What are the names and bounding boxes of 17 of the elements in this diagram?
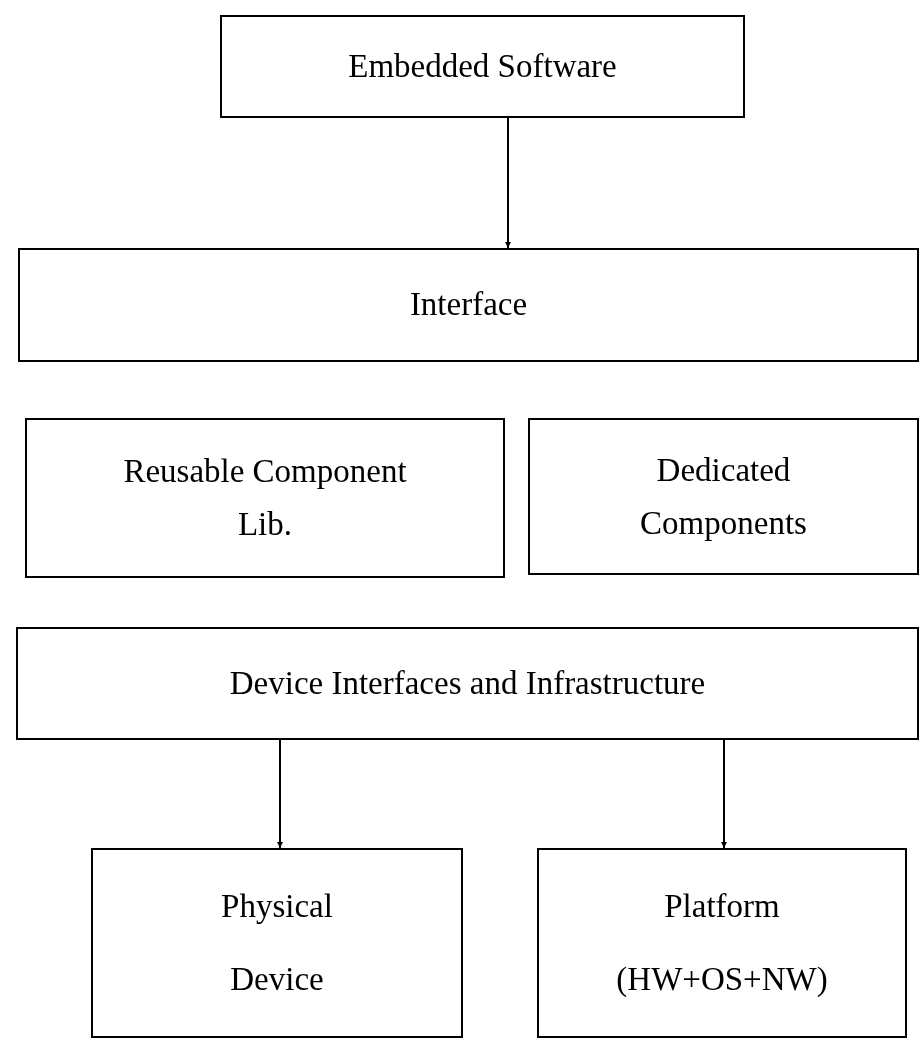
box-label: Physical Device	[220, 887, 334, 999]
process-box	[91, 848, 463, 1038]
process-box	[18, 248, 919, 362]
process-box	[16, 627, 919, 740]
process-box	[537, 848, 907, 1038]
box-label: Platform (HW+OS+NW)	[615, 887, 829, 999]
box-label: Device Interfaces and Infrastructure	[229, 663, 706, 703]
arrow	[721, 739, 727, 849]
box-label: Interface	[409, 285, 528, 325]
process-box	[528, 418, 919, 575]
box-label: Embedded Software	[348, 46, 617, 86]
arrow	[277, 739, 283, 849]
box-label: Reusable Component Lib.	[122, 452, 408, 544]
process-box	[25, 418, 505, 578]
process-box	[220, 15, 745, 118]
box-label: Dedicated Components	[639, 450, 808, 543]
arrow	[505, 117, 511, 249]
